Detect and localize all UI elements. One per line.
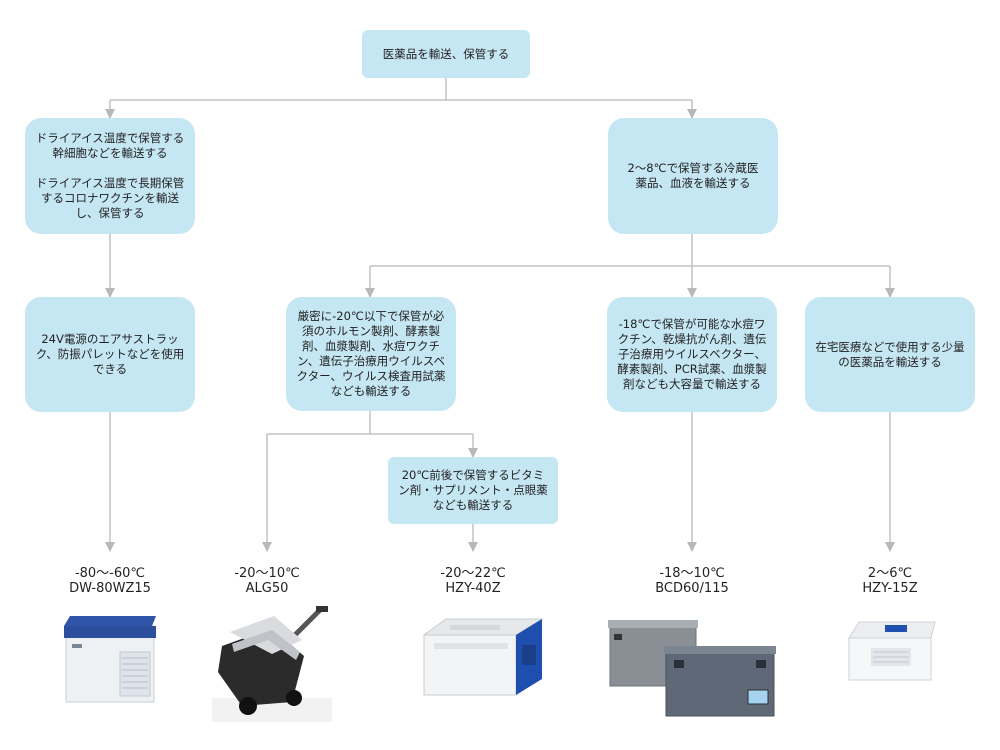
cooler-alg50-image bbox=[212, 606, 332, 722]
cooler-hzy40-image bbox=[422, 618, 544, 696]
product-model: HZY-40Z bbox=[445, 581, 501, 596]
freezer-dw80-image bbox=[64, 616, 156, 703]
node-vitamin: 20℃前後で保管するビタミン剤・サプリメント・点眼薬なども輸送する bbox=[388, 457, 558, 524]
node-strict-text: 厳密に-20℃以下で保管が必須のホルモン製剤、酵素製剤、血漿製剤、水痘ワクチン、… bbox=[296, 309, 446, 398]
line-strict-split bbox=[267, 411, 473, 435]
product-label-bcd: -18～10℃ BCD60/115 bbox=[632, 566, 752, 596]
product-model: ALG50 bbox=[245, 581, 289, 596]
product-model: DW-80WZ15 bbox=[69, 581, 151, 596]
node-dry-ice: ドライアイス温度で保管する幹細胞などを輸送する ドライアイス温度で長期保管するコ… bbox=[25, 118, 195, 234]
cooler-hzy15-image bbox=[848, 621, 936, 681]
product-label-dw80: -80～-60℃ DW-80WZ15 bbox=[50, 566, 170, 596]
node-vitamin-text: 20℃前後で保管するビタミン剤・サプリメント・点眼薬なども輸送する bbox=[398, 468, 548, 512]
node-dry-ice-text: ドライアイス温度で保管する幹細胞などを輸送する ドライアイス温度で長期保管するコ… bbox=[35, 131, 185, 220]
node-minus18: -18℃で保管が可能な水痘ワクチン、乾燥抗がん剤、遺伝子治療用ウイルスベクター、… bbox=[607, 297, 777, 412]
freezer-bcd-image bbox=[608, 620, 776, 717]
product-model: HZY-15Z bbox=[862, 581, 918, 596]
node-power-text: 24V電源のエアサストラック、防振パレットなどを使用できる bbox=[35, 332, 185, 376]
node-power: 24V電源のエアサストラック、防振パレットなどを使用できる bbox=[25, 297, 195, 412]
product-label-hzy40: -20～22℃ HZY-40Z bbox=[413, 566, 533, 596]
node-home-text: 在宅医療などで使用する少量の医薬品を輸送する bbox=[815, 339, 965, 369]
node-cold: 2～8℃で保管する冷蔵医薬品、血液を輸送する bbox=[608, 118, 778, 234]
node-minus18-text: -18℃で保管が可能な水痘ワクチン、乾燥抗がん剤、遺伝子治療用ウイルスベクター、… bbox=[617, 317, 767, 391]
line-cold-split bbox=[370, 234, 890, 267]
node-root: 医薬品を輸送、保管する bbox=[362, 30, 530, 78]
product-temp: -20～22℃ bbox=[440, 566, 506, 581]
product-temp: -80～-60℃ bbox=[74, 566, 146, 581]
product-model: BCD60/115 bbox=[655, 581, 729, 596]
product-temp: -20～10℃ bbox=[234, 566, 300, 581]
product-label-alg50: -20～10℃ ALG50 bbox=[207, 566, 327, 596]
product-temp: 2～6℃ bbox=[867, 566, 913, 581]
node-home: 在宅医療などで使用する少量の医薬品を輸送する bbox=[805, 297, 975, 412]
product-temp: -18～10℃ bbox=[659, 566, 725, 581]
node-cold-text: 2～8℃で保管する冷蔵医薬品、血液を輸送する bbox=[627, 161, 759, 190]
line-root-split bbox=[110, 78, 692, 101]
node-strict: 厳密に-20℃以下で保管が必須のホルモン製剤、酵素製剤、血漿製剤、水痘ワクチン、… bbox=[286, 297, 456, 411]
product-label-hzy15: 2～6℃ HZY-15Z bbox=[830, 566, 950, 596]
node-root-text: 医薬品を輸送、保管する bbox=[382, 46, 510, 61]
